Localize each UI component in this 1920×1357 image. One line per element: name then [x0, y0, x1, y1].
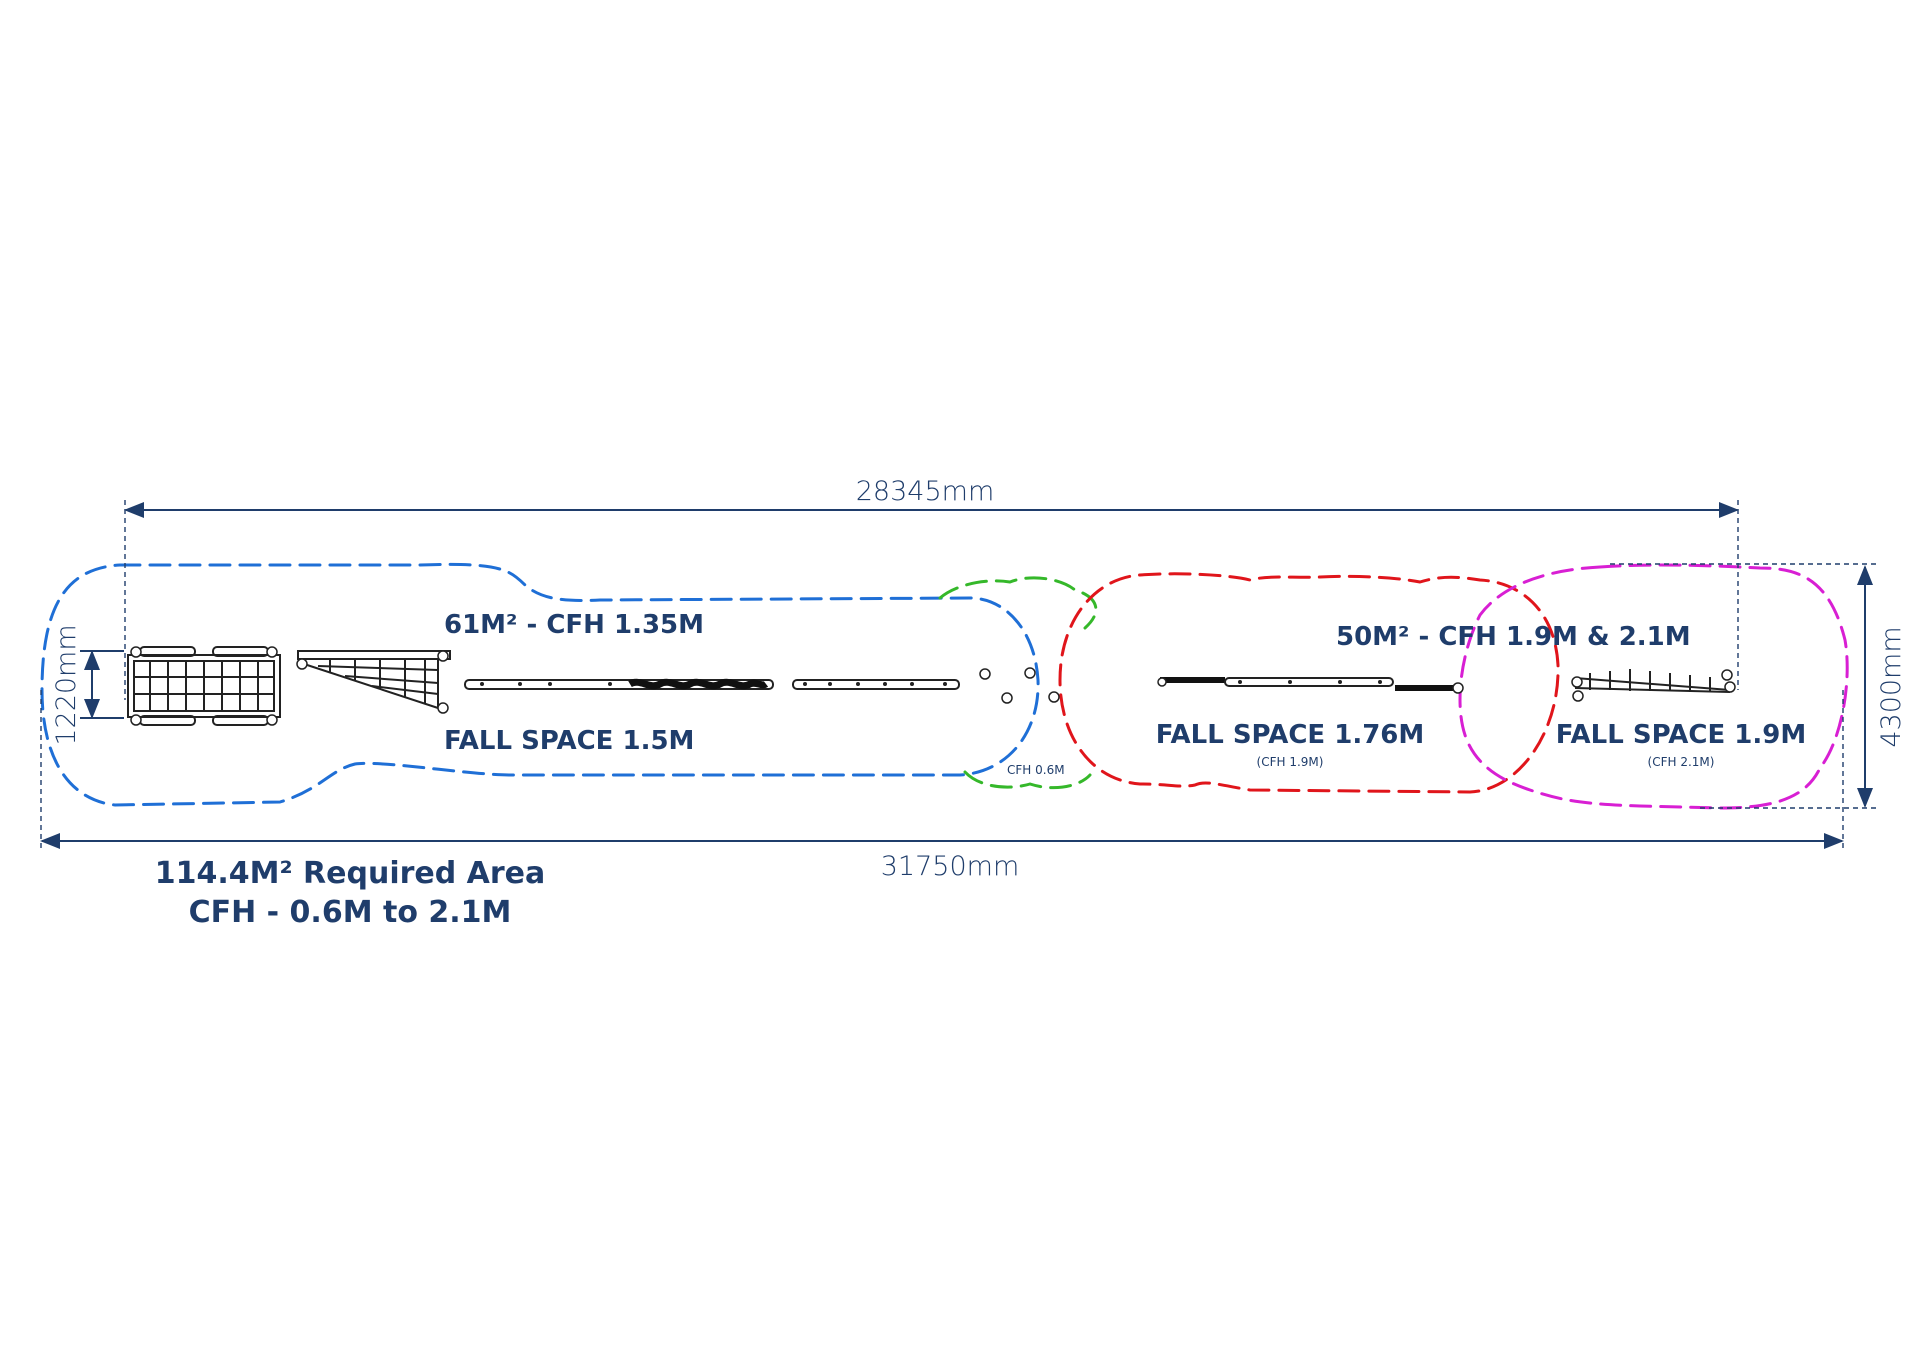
green-zone-cfh-label: CFH 0.6M [1007, 763, 1065, 777]
chain-walk-beam [1157, 677, 1464, 694]
right-height-dimension-label: 4300mm [1876, 626, 1907, 747]
stepping-posts [979, 667, 1060, 704]
blue-fall-zone-outline [40, 562, 1040, 807]
summary-required-area: 114.4M² Required Area [155, 856, 546, 891]
top-width-dimension-label: 28345mm [856, 476, 995, 507]
green-fall-zone-outline [938, 576, 1098, 790]
cargo-net-ramp [296, 650, 451, 714]
red-fall-zone-outline [1058, 572, 1560, 794]
red-zone-fall-space-label: FALL SPACE 1.76M [1156, 720, 1425, 750]
left-height-dimension-label: 1220mm [51, 624, 82, 745]
ladder-walk [1571, 669, 1736, 702]
red-zone-area-label: 50M² - CFH 1.9M & 2.1M [1336, 622, 1691, 652]
blue-zone-area-label: 61M² - CFH 1.35M [444, 610, 704, 640]
summary-cfh-range: CFH - 0.6M to 2.1M [189, 895, 512, 930]
magenta-zone-fall-space-label: FALL SPACE 1.9M [1556, 720, 1806, 750]
balance-beam [792, 679, 960, 690]
bottom-width-dimension-label: 31750mm [881, 851, 1020, 882]
blue-zone-fall-space-label: FALL SPACE 1.5M [444, 726, 694, 756]
climbing-net-frame [127, 646, 281, 726]
red-zone-cfh-label: (CFH 1.9M) [1257, 755, 1324, 769]
magenta-fall-zone-outline [1458, 563, 1849, 810]
balance-beam-with-chain [464, 678, 774, 690]
magenta-zone-cfh-label: (CFH 2.1M) [1648, 755, 1715, 769]
